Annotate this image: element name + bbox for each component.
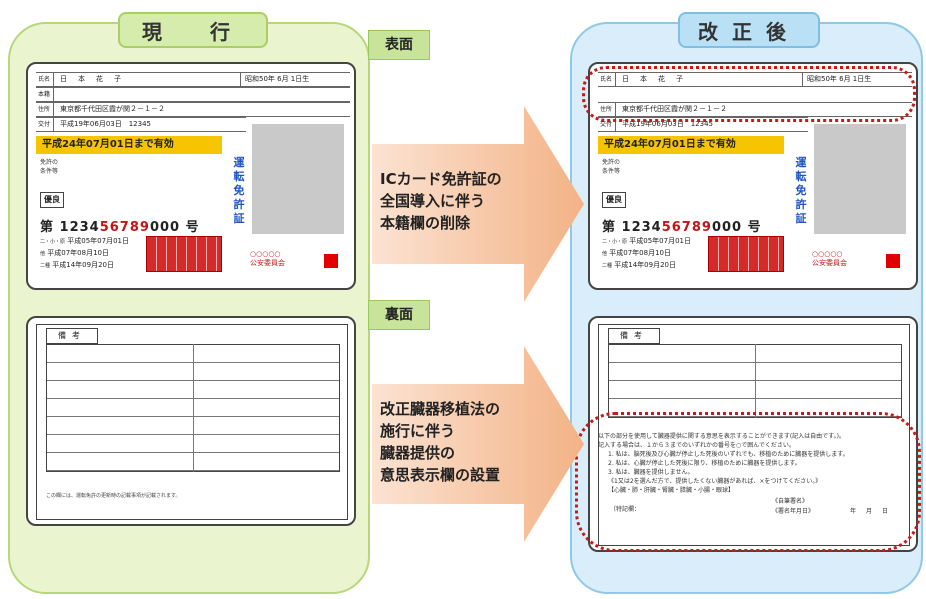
license-vertical-label: 運転免許証: [795, 156, 807, 225]
name-row: 氏名日 本 花 子 昭和50年 6月 1日生: [598, 72, 912, 87]
license-vertical-label: 運転免許証: [233, 156, 245, 225]
license-dates: 二・小・原 平成05年07月01日 他 平成07年08月10日 二種 平成14年…: [602, 237, 691, 269]
conditions-label: 免許の 条件等: [40, 159, 59, 175]
license-number: 第 123456789000 号: [602, 220, 762, 235]
address-row: 住所東京都千代田区霞が関２－１－２: [36, 102, 350, 117]
signature-date-units: 年 月 日: [850, 508, 891, 515]
arrow-bottom-text: 改正臓器移植法の 施行に伴う 臓器提供の 意思表示欄の設置: [380, 400, 501, 484]
excellent-badge: 優良: [40, 192, 64, 208]
issue-row: 交付平成19年06月03日 12345: [598, 117, 808, 132]
public-safety-commission: ○○○○○ 公安委員会: [250, 250, 285, 267]
arrow-top-text: ICカード免許証の 全国導入に伴う 本籍欄の削除: [380, 170, 502, 232]
current-card-back: 備考 この欄には、運転免許の更新時の記載事項が記載されます。: [26, 316, 356, 526]
address-row: 住所東京都千代田区霞が関２－１－２: [598, 102, 912, 117]
license-number: 第 123456789000 号: [40, 220, 200, 235]
donor-section-highlight: [575, 412, 921, 552]
license-class-grid: [146, 236, 222, 272]
special-notes-label: 〔特記欄：: [610, 506, 641, 513]
back-tag: 裏面: [368, 300, 430, 330]
signature-label: 《自筆署名》: [772, 498, 809, 505]
excellent-badge: 優良: [602, 192, 626, 208]
organ-donor-section: 以下の部分を使用して臓器提供に関する意思を表示することができます(記入は自由です…: [598, 433, 891, 515]
photo-placeholder: [814, 124, 906, 234]
revised-card-back: 備考 以下の部分を使用して臓器提供に関する意思を表示することができます(記入は自…: [588, 316, 918, 552]
current-card-front: 氏名日 本 花 子 昭和50年 6月 1日生 本籍 住所東京都千代田区霞が関２－…: [26, 62, 356, 290]
revised-header: 改正後: [678, 12, 820, 48]
license-dates: 二・小・原 平成05年07月01日 他 平成07年08月10日 二種 平成14年…: [40, 237, 129, 269]
remarks-tab: 備考: [608, 328, 660, 344]
valid-until-band: 平成24年07月01日まで有効: [36, 136, 222, 154]
remarks-note: この欄には、運転免許の更新時の記載事項が記載されます。: [46, 493, 181, 499]
revised-card-front: 氏名日 本 花 子 昭和50年 6月 1日生 住所東京都千代田区霞が関２－１－２…: [588, 62, 918, 290]
photo-placeholder: [252, 124, 344, 234]
front-tag: 表面: [368, 30, 430, 60]
public-safety-commission: ○○○○○ 公安委員会: [812, 250, 847, 267]
birth-date: 昭和50年 6月 1日生: [240, 73, 309, 86]
conditions-label: 免許の 条件等: [602, 159, 621, 175]
honseki-removed-highlight: [582, 66, 916, 122]
official-seal: [886, 254, 900, 268]
birth-date: 昭和50年 6月 1日生: [802, 73, 871, 86]
current-header: 現 行: [118, 12, 268, 48]
license-class-grid: [708, 236, 784, 272]
signature-date-label: 《署名年月日》: [772, 508, 815, 515]
valid-until-band: 平成24年07月01日まで有効: [598, 136, 784, 154]
issue-row: 交付平成19年06月03日 12345: [36, 117, 246, 132]
official-seal: [324, 254, 338, 268]
remarks-tab: 備考: [46, 328, 98, 344]
name-row: 氏名日 本 花 子 昭和50年 6月 1日生: [36, 72, 350, 87]
arrow-top: [372, 106, 584, 302]
honseki-row: 本籍: [36, 87, 350, 102]
arrow-bottom: [372, 346, 584, 542]
